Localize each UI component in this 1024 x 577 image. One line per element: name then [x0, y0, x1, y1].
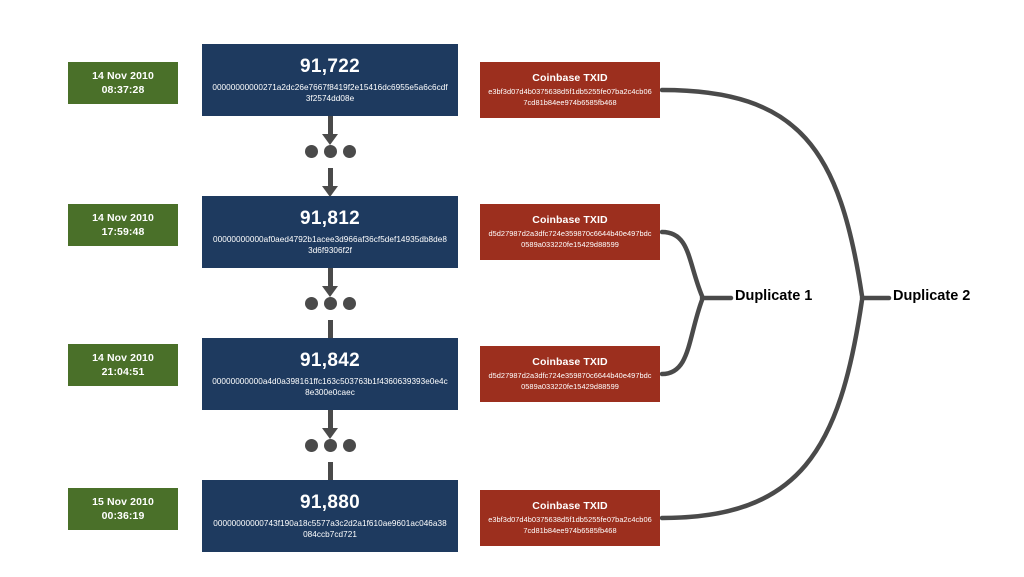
coinbase-txid-hash-4: e3bf3d07d4b0375638d5f1db5255fe07ba2c4cb0…	[488, 515, 652, 535]
ellipsis-dots-2	[304, 297, 356, 310]
dot-icon	[323, 145, 337, 158]
dot-icon	[342, 297, 356, 310]
block-time-4: 00:36:19	[101, 510, 145, 522]
coinbase-txid-hash-3: d5d27987d2a3dfc724e359870c6644b40e497bdc…	[488, 371, 652, 391]
block-height-2: 91,812	[300, 207, 360, 229]
block-hash-2: 00000000000af0aed4792b1acee3d966af36cf5d…	[213, 234, 447, 255]
block-date-2: 14 Nov 2010	[92, 211, 154, 224]
block-height-1: 91,722	[300, 55, 360, 77]
dot-icon	[304, 439, 318, 452]
curve-duplicate1-lower	[659, 297, 705, 377]
chain-connector-1	[288, 116, 372, 197]
coinbase-txid-card-2[interactable]: Coinbase TXID d5d27987d2a3dfc724e359870c…	[480, 204, 660, 260]
block-time-1: 08:37:28	[101, 84, 145, 96]
chain-connector-2	[288, 268, 372, 349]
block-timestamp-3: 14 Nov 2010 21:04:51	[68, 344, 178, 386]
dot-icon	[304, 297, 318, 310]
ellipsis-dots-3	[304, 439, 356, 452]
block-hash-3: 00000000000a4d0a398161ffc163c503763b1f43…	[212, 376, 448, 397]
coinbase-txid-title-3: Coinbase TXID	[532, 356, 608, 369]
coinbase-txid-title-2: Coinbase TXID	[532, 214, 608, 227]
dot-icon	[342, 439, 356, 452]
block-card-2[interactable]: 91,812 00000000000af0aed4792b1acee3d966a…	[202, 196, 458, 268]
coinbase-txid-title-1: Coinbase TXID	[532, 72, 608, 85]
coinbase-txid-card-4[interactable]: Coinbase TXID e3bf3d07d4b0375638d5f1db52…	[480, 490, 660, 546]
dot-icon	[323, 439, 337, 452]
block-timestamp-1: 14 Nov 2010 08:37:28	[68, 62, 178, 104]
block-time-3: 21:04:51	[101, 366, 145, 378]
block-card-1[interactable]: 91,722 00000000000271a2dc26e7667f8419f2e…	[202, 44, 458, 116]
block-card-3[interactable]: 91,842 00000000000a4d0a398161ffc163c5037…	[202, 338, 458, 410]
coinbase-txid-card-3[interactable]: Coinbase TXID d5d27987d2a3dfc724e359870c…	[480, 346, 660, 402]
coinbase-txid-hash-2: d5d27987d2a3dfc724e359870c6644b40e497bdc…	[488, 229, 652, 249]
dot-icon	[323, 297, 337, 310]
chain-connector-3	[288, 410, 372, 491]
block-hash-4: 00000000000743f190a18c5577a3c2d2a1f610ae…	[213, 518, 447, 539]
coinbase-txid-card-1[interactable]: Coinbase TXID e3bf3d07d4b0375638d5f1db52…	[480, 62, 660, 118]
dot-icon	[304, 145, 318, 158]
block-card-4[interactable]: 91,880 00000000000743f190a18c5577a3c2d2a…	[202, 480, 458, 552]
curve-duplicate1-upper	[659, 229, 705, 299]
block-date-3: 14 Nov 2010	[92, 351, 154, 364]
block-date-4: 15 Nov 2010	[92, 495, 154, 508]
curve-duplicate2-upper	[659, 87, 865, 299]
block-timestamp-4: 15 Nov 2010 00:36:19	[68, 488, 178, 530]
ellipsis-dots-1	[304, 145, 356, 158]
block-time-2: 17:59:48	[101, 226, 145, 238]
coinbase-txid-hash-1: e3bf3d07d4b0375638d5f1db5255fe07ba2c4cb0…	[488, 87, 652, 107]
curve-duplicate2-lower	[659, 297, 865, 521]
block-height-4: 91,880	[300, 491, 360, 513]
duplicate-label-2: Duplicate 2	[893, 288, 971, 304]
block-height-3: 91,842	[300, 349, 360, 371]
duplicate-label-1: Duplicate 1	[735, 288, 813, 304]
dot-icon	[342, 145, 356, 158]
coinbase-txid-title-4: Coinbase TXID	[532, 500, 608, 513]
block-hash-1: 00000000000271a2dc26e7667f8419f2e15416dc…	[212, 82, 448, 103]
block-date-1: 14 Nov 2010	[92, 69, 154, 82]
block-timestamp-2: 14 Nov 2010 17:59:48	[68, 204, 178, 246]
